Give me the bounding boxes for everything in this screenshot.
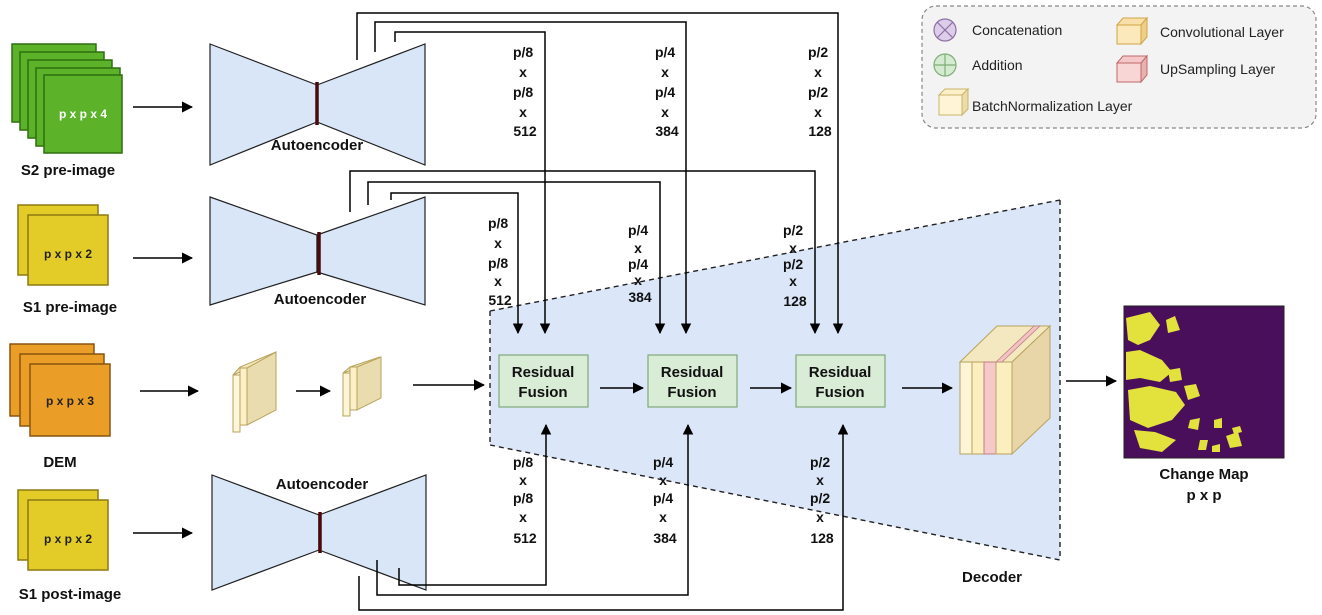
svg-text:Fusion: Fusion [815,384,864,401]
residual-fusion-2: Residual Fusion [647,354,738,408]
concatenation-icon [933,18,957,42]
batchnorm-layer-icon [937,87,970,117]
s1-pre-input-stack [17,204,109,286]
dem-conv-block-small [342,356,382,417]
decoder-label: Decoder [962,569,1022,586]
dem-input-stack [9,343,111,437]
autoencoder-label-s1-pre: Autoencoder [274,291,367,308]
skip-connections-s1-pre [349,170,821,335]
legend-concatenation: Concatenation [972,22,1062,38]
autoencoder-label-s1-post: Autoencoder [276,476,369,493]
s2-input-stack [11,43,123,154]
s1-pre-label: S1 pre-image [23,299,117,316]
autoencoder-s1-pre [209,196,426,306]
dim-label-bot-3: p/2 x p/2 x 128 [810,454,834,546]
decoder-layer-block [958,324,1052,456]
dim-label-mid-1: p/8 x p/8 x 512 [488,215,512,308]
s1-post-label: S1 post-image [19,586,122,603]
decoder-region [489,199,1061,561]
residual-fusion-1: Residual Fusion [498,354,589,408]
s2-stack-text: p x p x 4 [59,107,107,121]
dem-stack-text: p x p x 3 [46,394,94,408]
legend-convolutional: Convolutional Layer [1160,24,1284,40]
svg-text:Residual: Residual [661,364,724,381]
change-map-size: p x p [1186,487,1221,504]
legend-upsampling: UpSampling Layer [1160,61,1276,77]
legend-addition: Addition [972,57,1023,73]
s1-pre-stack-text: p x p x 2 [44,247,92,261]
svg-text:Residual: Residual [809,364,872,381]
autoencoder-s2 [209,43,426,166]
skip-connections-s1-post [358,423,849,611]
addition-icon [933,53,957,77]
dem-conv-block-large [232,351,277,433]
dem-label: DEM [43,454,76,471]
convolutional-layer-icon [1115,16,1149,46]
autoencoder-s1-post [211,474,427,591]
dim-label-mid-2: p/4 x p/4 x 384 [628,222,652,305]
change-map-label: Change Map [1159,466,1248,483]
dim-label-mid-3: p/2 x p/2 x 128 [783,222,807,309]
svg-text:Fusion: Fusion [667,384,716,401]
legend: Concatenation Addition BatchNormalizatio… [921,5,1317,129]
svg-text:Residual: Residual [512,364,575,381]
s2-label: S2 pre-image [21,162,115,179]
autoencoder-label-s2: Autoencoder [271,137,364,154]
dim-label-bot-1: p/8 x p/8 x 512 [513,454,537,546]
s1-post-input-stack [17,489,109,571]
dim-label-top-2: p/4 x p/4 x 384 [655,44,679,139]
legend-batchnorm: BatchNormalization Layer [972,98,1133,114]
s1-post-stack-text: p x p x 2 [44,532,92,546]
residual-fusion-3: Residual Fusion [795,354,886,408]
dim-label-top-3: p/2 x p/2 x 128 [808,44,832,139]
upsampling-layer-icon [1115,54,1149,84]
svg-text:Fusion: Fusion [518,384,567,401]
dim-label-top-1: p/8 x p/8 x 512 [513,44,537,139]
change-map-image [1123,305,1285,459]
dim-label-bot-2: p/4 x p/4 x 384 [653,454,677,546]
